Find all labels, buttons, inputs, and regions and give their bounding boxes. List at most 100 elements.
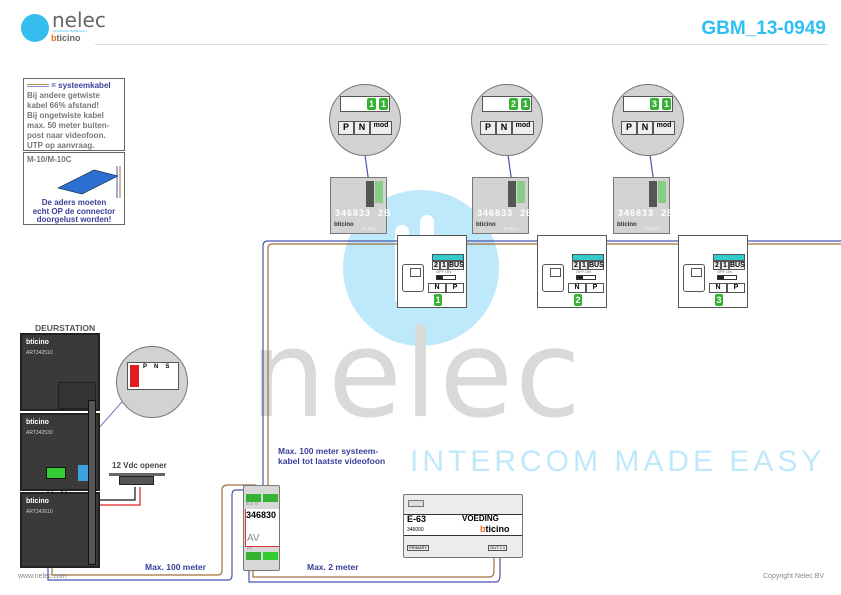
- terminal-2: 2: [713, 261, 721, 270]
- switch-pins: P1 P2 C: [645, 226, 660, 231]
- module-brand: bticino: [26, 419, 49, 426]
- power-label: VOEDING: [462, 514, 499, 523]
- address-p-value: 1: [379, 98, 388, 110]
- p-label: P: [621, 121, 637, 135]
- switch-code: 346833: [618, 208, 655, 218]
- videophone-unit: 2 1 BUS OFF ON N P 3: [678, 235, 748, 308]
- address-n-value: 2: [509, 98, 518, 110]
- switch-brand: bticino: [617, 222, 637, 228]
- watermark-tagline: INTERCOM MADE EASY: [410, 445, 826, 478]
- address-p-value: 1: [521, 98, 530, 110]
- legend-line: post naar videofoon.: [27, 131, 106, 140]
- n-label: N: [354, 121, 370, 135]
- watermark-text: nelec: [250, 306, 584, 445]
- power-brand: bticino: [480, 524, 510, 534]
- opener-plate: [109, 473, 165, 476]
- switch-magnifier: 3 1 P N mod: [612, 84, 684, 156]
- switch-magnifier: 2 1 P N mod: [471, 84, 543, 156]
- terminal-2: 2: [432, 261, 440, 270]
- note-line: Max. 100 meter systeem-: [278, 446, 379, 456]
- legend-cable-label: = systeemkabel: [51, 81, 111, 90]
- off-on-switch[interactable]: OFF ON: [717, 269, 733, 274]
- mod-label: mod: [512, 121, 534, 135]
- p-label: P: [480, 121, 496, 135]
- door-terminal-block: [46, 467, 66, 479]
- terminal-1: 1: [440, 261, 448, 270]
- videophone-address: 2: [574, 294, 582, 306]
- door-length-note: Max. 100 meter: [145, 562, 206, 572]
- tk-terminal: [263, 494, 278, 502]
- legend-line: max. 50 meter buiten-: [27, 121, 110, 130]
- partner-logo: bticino: [51, 33, 81, 43]
- switch-module-346833: 346833 2B bticino P1 P2 C: [330, 177, 391, 234]
- module-code: ART342610: [26, 509, 53, 515]
- door-module: bticino ART342510: [20, 333, 100, 411]
- connector-note-line: echt OP de connector: [32, 206, 116, 216]
- bus-terminal: [246, 494, 261, 502]
- videophone-icon: [683, 264, 705, 292]
- n-label: N: [154, 364, 159, 370]
- switch-type: 2B: [661, 208, 675, 218]
- cable-icon: [27, 84, 49, 88]
- off-on-switch[interactable]: OFF ON: [576, 269, 592, 274]
- videophone-address: 1: [434, 294, 442, 306]
- terminal-bus: BUS: [729, 261, 745, 270]
- connector-icon: [57, 166, 121, 198]
- website-link[interactable]: www.nelec.com: [18, 573, 67, 580]
- power-model: E-63: [407, 514, 427, 524]
- switch-type: 2B: [378, 208, 392, 218]
- ps-label: PS: [247, 546, 253, 551]
- n-label: N: [568, 283, 586, 293]
- copyright: Copyright Nelec BV: [763, 573, 825, 580]
- power-code: 346000: [407, 527, 424, 533]
- primary-terminal: PRIMARY: [407, 545, 430, 551]
- terminal-2: 2: [572, 261, 580, 270]
- header-divider: [95, 44, 828, 45]
- p-label: P: [446, 283, 464, 293]
- switch-pins: P1 P2 C: [504, 226, 519, 231]
- door-module: bticino ART342610: [20, 492, 100, 568]
- dip-switch-icon: [130, 365, 139, 387]
- mod-label: mod: [370, 121, 392, 135]
- note-line: kabel tot laatste videofoon: [278, 456, 386, 466]
- switch-type: 2B: [520, 208, 534, 218]
- n-label: N: [709, 283, 727, 293]
- terminal-1: 1: [580, 261, 588, 270]
- switch-module-346833: 346833 2B bticino P1 P2 C: [613, 177, 674, 234]
- s-label: S: [165, 364, 170, 370]
- module-code: ART342530: [26, 430, 53, 436]
- ps-terminal: [246, 552, 261, 560]
- switch-module-346833: 346833 2B bticino P1 P2 C: [472, 177, 533, 234]
- n-label: N: [637, 121, 653, 135]
- off-on-switch[interactable]: OFF ON: [436, 269, 452, 274]
- switch-code: 346833: [335, 208, 372, 218]
- terminal-bus: BUS: [448, 261, 464, 270]
- address-n-value: 3: [650, 98, 659, 110]
- av-top-label: BUS TK: [246, 502, 259, 506]
- bus-length-note: Max. 100 meter systeem- kabel tot laatst…: [278, 446, 385, 466]
- legend-line: Bij ongetwiste kabel: [27, 111, 104, 120]
- n-label: N: [428, 283, 446, 293]
- legend-line: UTP op aanvraag.: [27, 141, 95, 150]
- brand-tagline: INTERCOM MADE EASY: [53, 29, 88, 33]
- output-terminal: OUT 2 1: [488, 545, 508, 551]
- videophone-unit: 2 1 BUS OFF ON N P 1: [397, 235, 467, 308]
- switch-magnifier: 1 1 P N mod: [329, 84, 401, 156]
- av-module-346830: BUS TK 346830 AV PS: [243, 485, 280, 571]
- legend-box: = systeemkabel Bij andere getwiste kabel…: [23, 78, 125, 151]
- switch-code: 346833: [477, 208, 514, 218]
- switch-brand: bticino: [476, 222, 496, 228]
- videophone-icon: [542, 264, 564, 292]
- switch-pins: P1 P2 C: [362, 226, 377, 231]
- p-label: P: [338, 121, 354, 135]
- module-brand: bticino: [26, 498, 49, 505]
- relay-icon: [78, 465, 90, 481]
- av-code: 346830: [246, 510, 277, 520]
- switch-brand: bticino: [334, 222, 354, 228]
- terminal-bus: BUS: [588, 261, 604, 270]
- legend-line: Bij andere getwiste: [27, 91, 100, 100]
- address-p-value: 1: [662, 98, 671, 110]
- videophone-icon: [402, 264, 424, 292]
- ps-length-note: Max. 2 meter: [307, 562, 359, 572]
